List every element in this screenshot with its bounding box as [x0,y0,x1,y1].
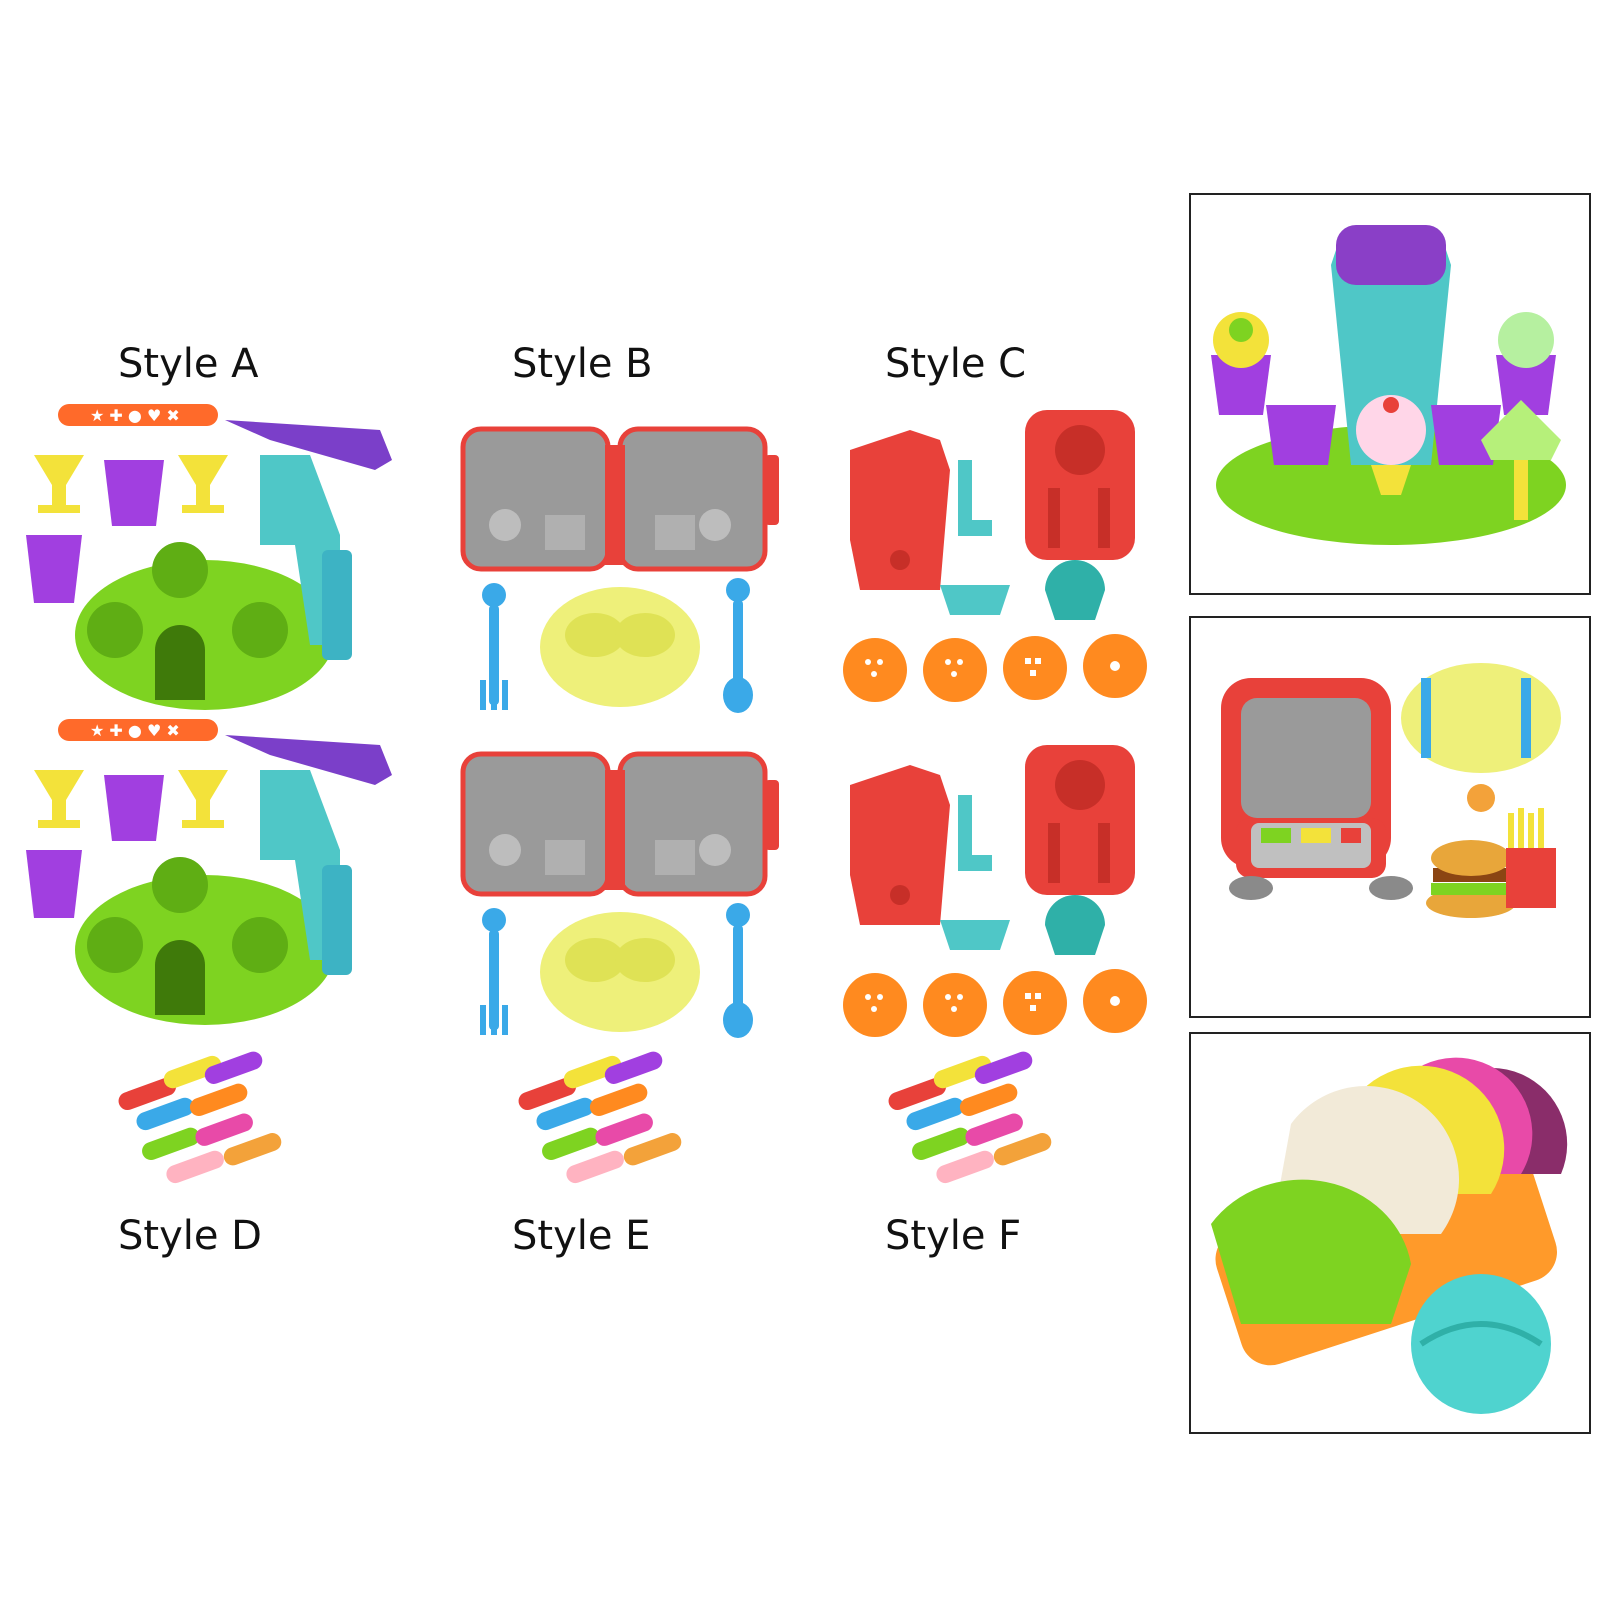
clay-pile-d [110,1045,310,1195]
ice-cream-machine-icon: ★ ✚ ● ♥ ✖ [26,719,392,1025]
clay-sticks-icon [118,1051,282,1184]
burger-grill-icon [1221,663,1561,918]
burger-grill-icon [460,426,779,713]
burger-grill-icon [460,751,779,1038]
ice-cream-machine-icon: ★ ✚ ● ♥ ✖ [26,404,392,710]
style-a-image: ★ ✚ ● ♥ ✖ [20,400,420,710]
style-f-image [840,745,1170,1045]
style-b-image [455,425,795,725]
preview-burger-frame [1189,616,1591,1018]
clay-pile-e [510,1045,710,1195]
style-e-image [455,750,795,1050]
style-f-label: Style F [885,1213,1022,1259]
style-d-image: ★ ✚ ● ♥ ✖ [20,715,420,1025]
clay-pile-f [880,1045,1080,1195]
style-e-label: Style E [512,1213,651,1259]
svg-text:★ ✚ ● ♥ ✖: ★ ✚ ● ♥ ✖ [90,406,180,425]
preview-dumpling-frame [1189,1032,1591,1434]
dumpling-mold-icon [1211,1057,1568,1414]
noodle-press-icon [843,410,1147,702]
style-c-image [840,410,1170,710]
preview-ice-cream-frame [1189,193,1591,595]
style-b-label: Style B [512,341,653,387]
style-a-label: Style A [118,341,259,387]
svg-text:★ ✚ ● ♥ ✖: ★ ✚ ● ♥ ✖ [90,721,180,740]
ice-cream-machine-icon [1211,225,1566,545]
clay-sticks-icon [518,1051,682,1184]
style-d-label: Style D [118,1213,262,1259]
style-c-label: Style C [885,341,1027,387]
noodle-press-icon [843,745,1147,1037]
clay-sticks-icon [888,1051,1052,1184]
